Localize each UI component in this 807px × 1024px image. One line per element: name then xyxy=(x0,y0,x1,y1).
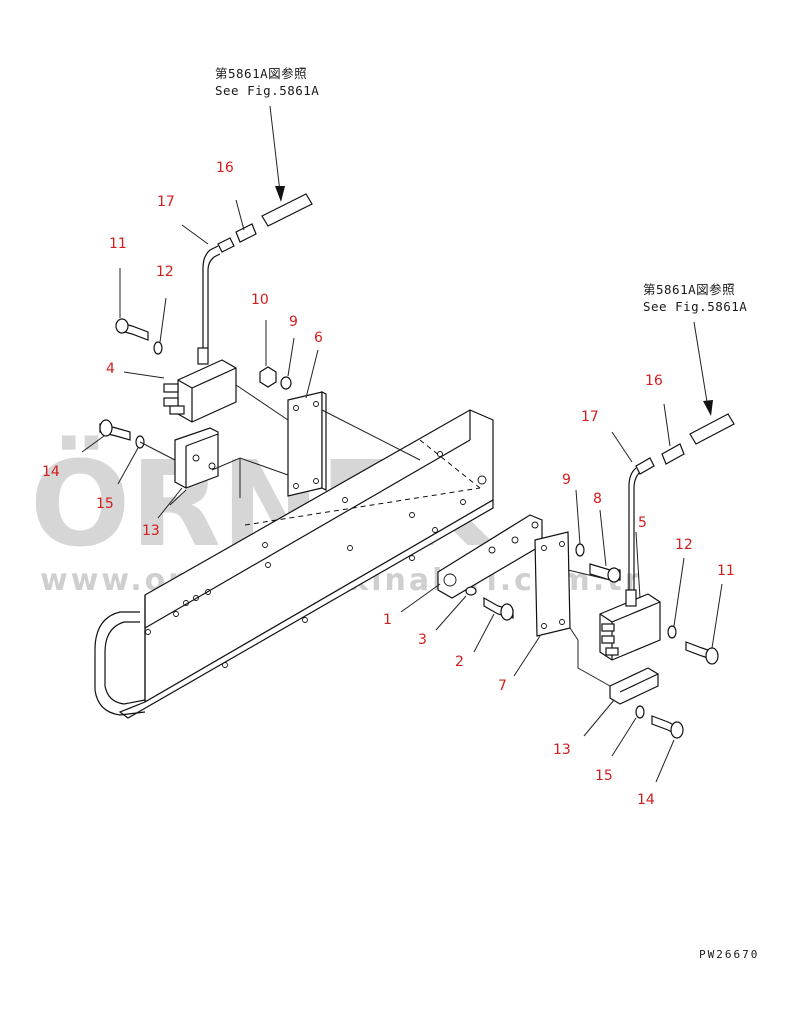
reference-arrow-right xyxy=(693,321,713,416)
label-13-left: 13 xyxy=(142,523,160,539)
label-15-right: 15 xyxy=(595,768,613,784)
valve-block-left xyxy=(163,347,237,423)
label-5: 5 xyxy=(638,515,647,531)
label-9-left: 9 xyxy=(289,314,298,330)
label-13-right: 13 xyxy=(553,742,571,758)
washer-3 xyxy=(465,586,477,596)
reference-arrow-left xyxy=(269,105,285,202)
label-4: 4 xyxy=(106,361,115,377)
washer-12-left xyxy=(153,341,163,355)
bracket-13-right xyxy=(609,667,659,705)
valve-block-right xyxy=(599,589,661,661)
part-labels: 16 17 11 12 10 9 6 4 14 15 13 16 17 9 8 … xyxy=(42,160,735,808)
label-9-right: 9 xyxy=(562,472,571,488)
nut-10 xyxy=(259,366,277,388)
label-17-left: 17 xyxy=(157,194,175,210)
washer-12-right xyxy=(667,625,677,639)
label-7: 7 xyxy=(498,678,507,694)
washer-9-left xyxy=(280,376,292,390)
label-14-left: 14 xyxy=(42,464,60,480)
reference-note-left-jp: 第5861A図参照 xyxy=(215,66,307,81)
bolt-11-right xyxy=(685,641,719,665)
bolt-8 xyxy=(589,563,621,583)
label-14-right: 14 xyxy=(637,792,655,808)
label-17-right: 17 xyxy=(581,409,599,425)
label-10: 10 xyxy=(251,292,269,308)
assembly-lines xyxy=(139,384,611,687)
label-1: 1 xyxy=(383,612,392,628)
fitting-17-left xyxy=(217,237,235,253)
plate-7 xyxy=(534,531,571,637)
main-frame xyxy=(94,409,494,719)
bolt-11-left xyxy=(115,318,149,341)
label-8: 8 xyxy=(593,491,602,507)
reference-note-right-jp: 第5861A図参照 xyxy=(643,282,735,297)
bracket-13-left xyxy=(174,427,219,489)
pipe-17-left-2 xyxy=(207,253,221,348)
pipe-17-right-2 xyxy=(633,471,641,590)
label-16-right: 16 xyxy=(645,373,663,389)
label-16-left: 16 xyxy=(216,160,234,176)
leader-lines xyxy=(81,199,723,783)
washer-15-right xyxy=(635,705,645,719)
label-12-right: 12 xyxy=(675,537,693,553)
hidden-edge xyxy=(244,487,481,526)
bolt-14-right xyxy=(651,715,684,739)
label-6: 6 xyxy=(314,330,323,346)
reference-note-left-en: See Fig.5861A xyxy=(215,83,319,98)
label-15-left: 15 xyxy=(96,496,114,512)
fitting-16-left xyxy=(235,223,257,243)
bolt-14-left xyxy=(99,419,131,441)
drawing-code: PW26670 xyxy=(699,948,759,961)
fitting-17-right xyxy=(635,457,655,475)
fitting-16-right xyxy=(661,443,685,465)
washer-9-right xyxy=(575,543,585,557)
label-11-left: 11 xyxy=(109,236,127,252)
hose-right xyxy=(689,413,735,445)
hidden-edge-2 xyxy=(419,439,481,489)
bolt-2 xyxy=(483,596,514,621)
reference-note-right-en: See Fig.5861A xyxy=(643,299,747,314)
label-2: 2 xyxy=(455,654,464,670)
pipe-17-left xyxy=(202,245,219,348)
pipe-17-right xyxy=(628,467,637,590)
plate-6 xyxy=(287,391,327,497)
label-3: 3 xyxy=(418,632,427,648)
label-12-left: 12 xyxy=(156,264,174,280)
label-11-right: 11 xyxy=(717,563,735,579)
hose-left xyxy=(261,193,313,227)
